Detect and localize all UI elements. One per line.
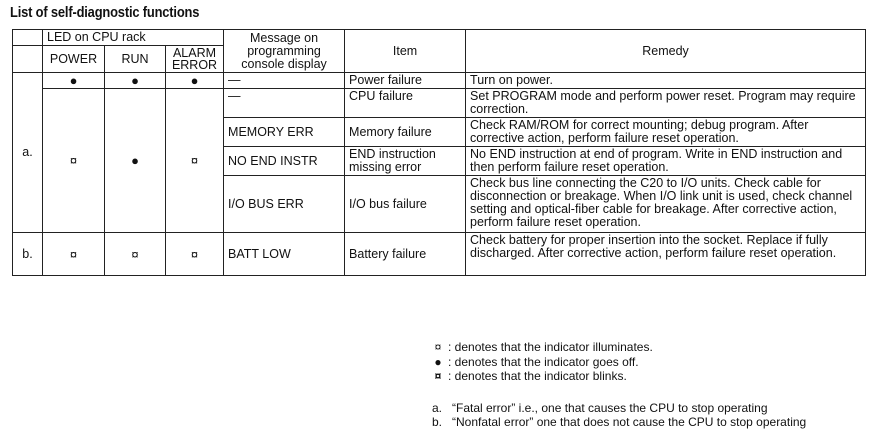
note-text: “Fatal error” i.e., one that causes the … <box>452 401 768 415</box>
header-message: Message on programming console display <box>223 29 346 73</box>
remedy-cell: Check bus line connecting the C20 to I/O… <box>465 175 867 233</box>
header-led-group: LED on CPU rack <box>41 29 225 46</box>
illuminates-icon: ¤ <box>434 340 442 355</box>
message-cell: NO END INSTR <box>223 146 346 176</box>
header-blank <box>12 29 43 46</box>
item-cell: CPU failure <box>344 88 467 118</box>
remedy-cell: Set PROGRAM mode and perform power reset… <box>465 88 867 118</box>
note-item: a. “Fatal error” i.e., one that causes t… <box>432 401 806 415</box>
remedy-cell: Turn on power. <box>465 72 867 89</box>
header-item: Item <box>344 29 467 73</box>
legend-text: : denotes that the indicator illuminates… <box>448 340 653 355</box>
note-label: b. <box>432 415 443 429</box>
category-a: a. <box>12 72 43 233</box>
message-cell: — <box>223 72 346 89</box>
error-type-notes: a. “Fatal error” i.e., one that causes t… <box>432 401 806 429</box>
remedy-cell: Check battery for proper insertion into … <box>465 232 867 276</box>
self-diagnostic-table: LED on CPU rack Message on programming c… <box>12 29 867 276</box>
illuminates-icon: ¤ <box>42 88 105 233</box>
table-row: a. ● ● ● — Power failure Turn on power. <box>12 72 867 233</box>
item-cell: Battery failure <box>344 232 467 276</box>
item-cell: END instruction missing error <box>344 146 467 176</box>
message-cell: MEMORY ERR <box>223 117 346 147</box>
table-row: I/O BUS ERR I/O bus failure Check bus li… <box>13 175 867 233</box>
off-icon: ● <box>434 354 442 369</box>
header-power: POWER <box>42 45 105 73</box>
header-remedy: Remedy <box>465 29 867 73</box>
item-cell: Power failure <box>344 72 467 89</box>
item-cell: Memory failure <box>344 117 467 147</box>
page-title: List of self-diagnostic functions <box>10 4 200 21</box>
symbol-legend: ¤ : denotes that the indicator illuminat… <box>428 340 653 384</box>
note-item: b. “Nonfatal error” one that does not ca… <box>432 415 806 429</box>
message-cell: BATT LOW <box>223 232 346 276</box>
header-row-1: LED on CPU rack Message on programming c… <box>12 29 867 73</box>
legend-item: ¤ : denotes that the indicator blinks. <box>428 369 653 384</box>
item-cell: I/O bus failure <box>344 175 467 233</box>
header-alarm-error: ALARM ERROR <box>164 45 225 73</box>
off-icon: ● <box>104 72 166 89</box>
legend-item: ● : denotes that the indicator goes off. <box>428 355 653 370</box>
note-text: “Nonfatal error” one that does not cause… <box>452 415 807 429</box>
message-cell: — <box>223 88 346 118</box>
blinks-icon: ¤ <box>434 369 442 384</box>
note-label: a. <box>432 401 443 415</box>
remedy-cell: Check RAM/ROM for correct mounting; debu… <box>465 117 867 147</box>
table-row: ¤ ● ¤ — CPU failure Set PROGRAM mode and… <box>13 88 867 233</box>
category-b: b. <box>12 232 43 276</box>
table-row: b. ¤ ¤ ¤ BATT LOW Battery failure Check … <box>12 232 867 276</box>
illuminates-icon: ¤ <box>104 232 166 276</box>
message-cell: I/O BUS ERR <box>223 175 346 233</box>
legend-text: : denotes that the indicator goes off. <box>448 354 639 369</box>
remedy-cell: No END instruction at end of program. Wr… <box>465 146 867 176</box>
off-icon: ● <box>42 72 105 89</box>
header-blank-2 <box>12 45 43 73</box>
header-run: RUN <box>104 45 166 73</box>
off-icon: ● <box>164 72 225 89</box>
blinks-icon: ¤ <box>164 232 225 276</box>
legend-text: : denotes that the indicator blinks. <box>448 369 627 384</box>
illuminates-icon: ¤ <box>164 88 225 233</box>
illuminates-icon: ¤ <box>42 232 105 276</box>
legend-item: ¤ : denotes that the indicator illuminat… <box>428 340 653 355</box>
table-row: MEMORY ERR Memory failure Check RAM/ROM … <box>13 117 867 147</box>
off-icon: ● <box>104 88 166 233</box>
